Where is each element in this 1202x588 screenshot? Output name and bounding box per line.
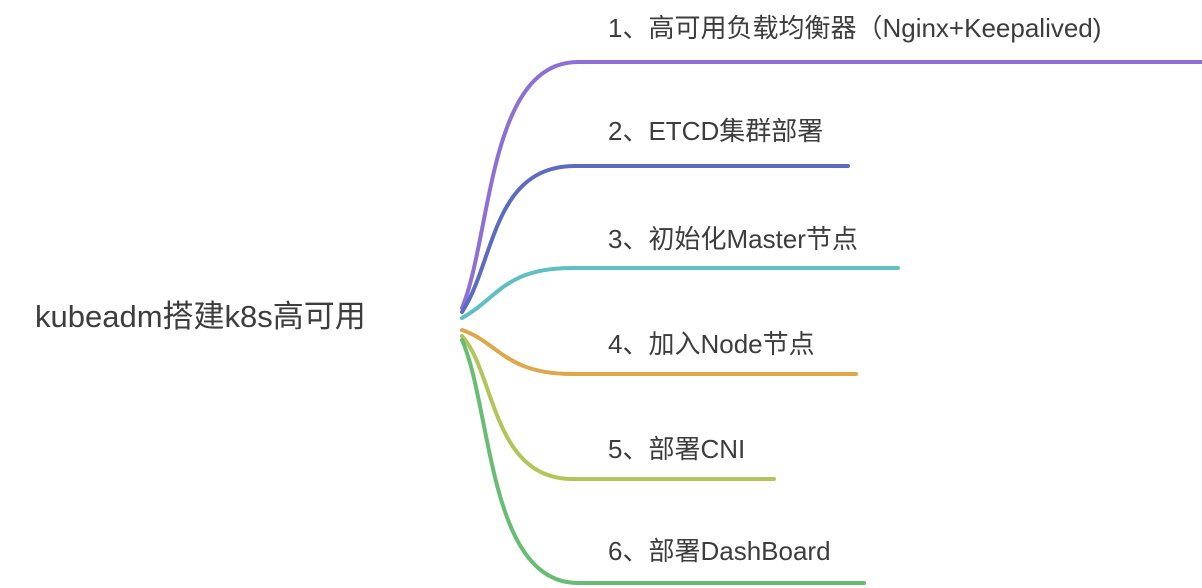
connector-branch-2 <box>460 164 850 314</box>
branch-topic-4[interactable]: 4、加入Node节点 <box>608 329 815 359</box>
connector-branch-5 <box>460 334 776 481</box>
connector-branch-4 <box>460 328 858 376</box>
branch-topic-1[interactable]: 1、高可用负载均衡器（Nginx+Keepalived) <box>608 13 1102 43</box>
branch-topic-2[interactable]: 2、ETCD集群部署 <box>608 116 824 146</box>
branch-topic-3[interactable]: 3、初始化Master节点 <box>608 224 858 254</box>
branch-topic-5[interactable]: 5、部署CNI <box>608 434 746 464</box>
connector-branch-3 <box>460 266 900 320</box>
connector-branch-1 <box>460 60 1202 310</box>
branch-topic-6[interactable]: 6、部署DashBoard <box>608 536 831 566</box>
root-topic[interactable]: kubeadm搭建k8s高可用 <box>35 299 366 334</box>
connector-branch-6 <box>460 338 866 585</box>
